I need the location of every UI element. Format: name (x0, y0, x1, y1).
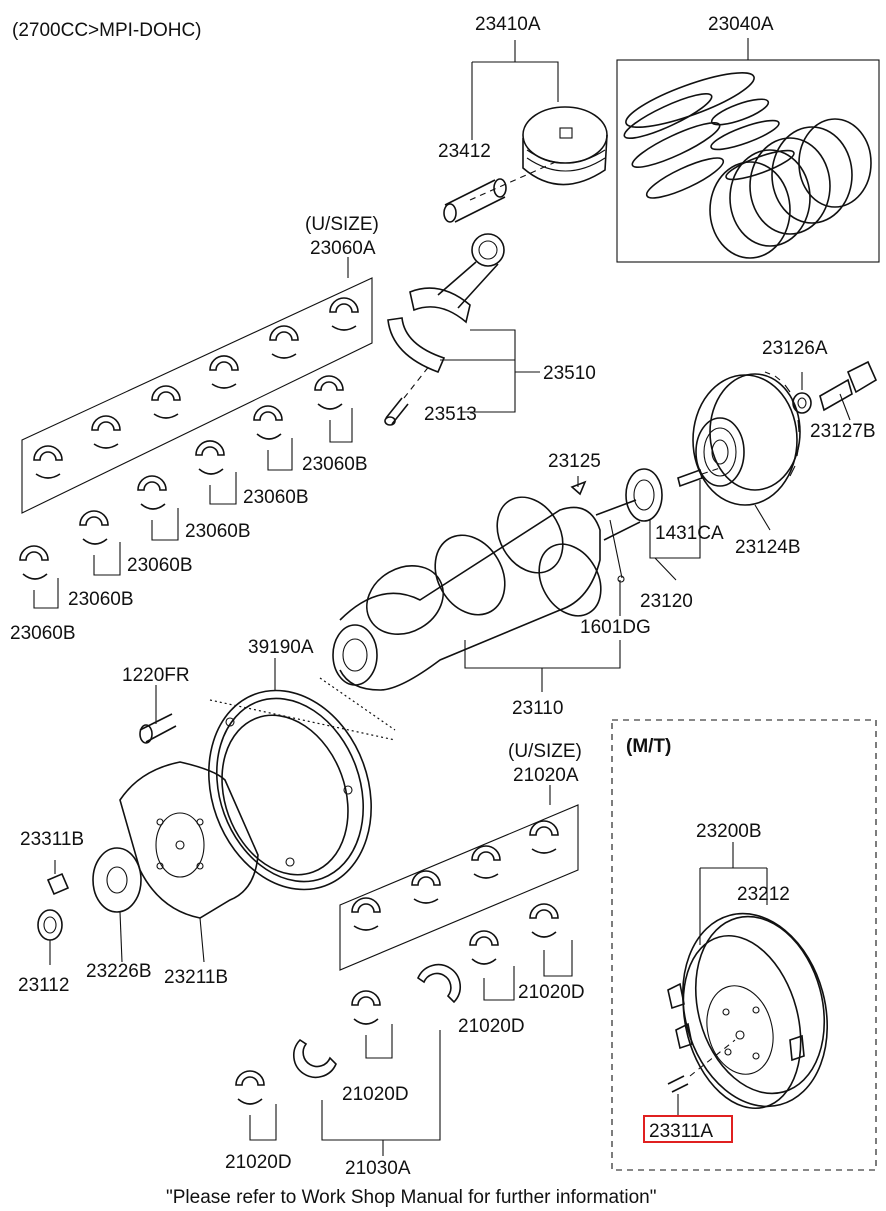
connecting-rod-drawing (384, 233, 540, 426)
conrod-bearings-drawing (19, 375, 353, 609)
part-label-23212[interactable]: 23212 (737, 884, 790, 905)
mt-flywheel-drawing (611, 719, 877, 1171)
footer-note: "Please refer to Work Shop Manual for fu… (166, 1187, 656, 1208)
part-label-23040A[interactable]: 23040A (708, 14, 774, 35)
part-label-21030A[interactable]: 21030A (345, 1158, 411, 1179)
part-label-23211B[interactable]: 23211B (164, 967, 228, 988)
main-bearing-lower-drawing (235, 785, 579, 1156)
engine-spec-label: (2700CC>MPI-DOHC) (12, 20, 202, 41)
part-label-23060B-4[interactable]: 23060B (127, 555, 193, 576)
part-label-23060B-3[interactable]: 23060B (185, 521, 251, 542)
part-label-23112[interactable]: 23112 (18, 975, 69, 996)
part-label-23110[interactable]: 23110 (512, 698, 563, 719)
part-label-23311A[interactable]: 23311A (649, 1121, 713, 1142)
piston-drawing (443, 40, 608, 223)
part-label-23060B-2[interactable]: 23060B (243, 487, 309, 508)
part-label-21020D-1[interactable]: 21020D (518, 982, 585, 1003)
part-label-1431CA[interactable]: 1431CA (655, 523, 724, 544)
piston-rings-drawing (616, 38, 880, 263)
part-label-23513[interactable]: 23513 (424, 404, 477, 425)
part-label-23127B[interactable]: 23127B (810, 421, 876, 442)
part-label-23060B-5[interactable]: 23060B (68, 589, 134, 610)
part-label-23124B[interactable]: 23124B (735, 537, 801, 558)
part-label-21020D-2[interactable]: 21020D (458, 1016, 525, 1037)
part-label-21020A[interactable]: 21020A (513, 765, 579, 786)
usize-note-main: (U/SIZE) (305, 214, 379, 235)
part-label-1601DG[interactable]: 1601DG (580, 617, 651, 638)
crankshaft-drawing (332, 468, 701, 692)
part-label-23060B-1[interactable]: 23060B (302, 454, 368, 475)
ring-gear-drawing (37, 658, 396, 965)
part-label-23060A[interactable]: 23060A (310, 238, 376, 259)
part-label-23412[interactable]: 23412 (438, 141, 491, 162)
part-label-39190A[interactable]: 39190A (248, 637, 314, 658)
part-label-23125[interactable]: 23125 (548, 451, 601, 472)
main-bearing-upper-drawing (21, 257, 373, 514)
part-label-23200B[interactable]: 23200B (696, 821, 762, 842)
part-label-23410A[interactable]: 23410A (475, 14, 541, 35)
part-label-21020D-4[interactable]: 21020D (225, 1152, 292, 1173)
usize-note-thrust: (U/SIZE) (508, 741, 582, 762)
part-label-23226B[interactable]: 23226B (86, 961, 152, 982)
part-label-23126A[interactable]: 23126A (762, 338, 828, 359)
part-label-1220FR[interactable]: 1220FR (122, 665, 190, 686)
part-label-23120[interactable]: 23120 (640, 591, 693, 612)
mt-section-title: (M/T) (626, 736, 671, 757)
highlight-box-23311A (643, 1115, 733, 1143)
part-label-23311B[interactable]: 23311B (20, 829, 84, 850)
part-label-23060B-6[interactable]: 23060B (10, 623, 76, 644)
part-label-21020D-3[interactable]: 21020D (342, 1084, 409, 1105)
crank-pulley-drawing (677, 360, 878, 531)
part-label-23510[interactable]: 23510 (543, 363, 596, 384)
